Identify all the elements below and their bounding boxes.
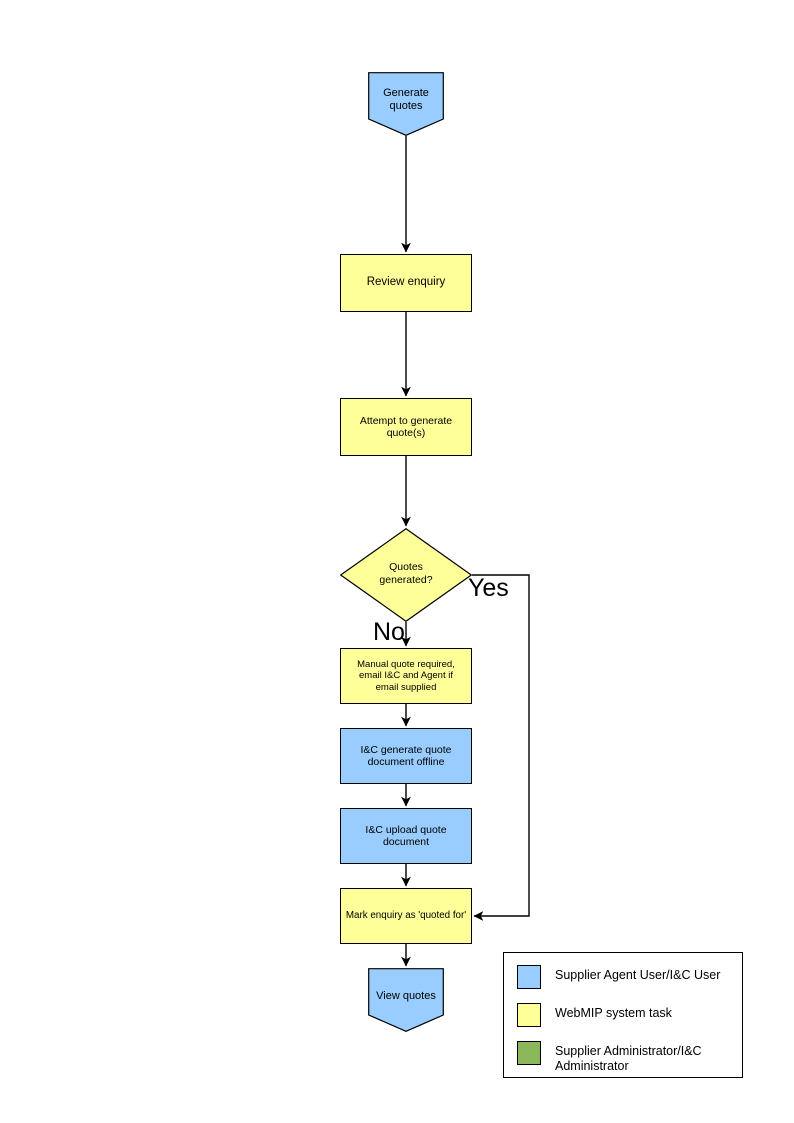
legend-label-supplier-administrator: Supplier Administrator/I&C Administrator	[555, 1044, 702, 1074]
legend-item-webmip-system-task: WebMIP system task	[517, 1003, 672, 1027]
legend-panel: Supplier Agent User/I&C User WebMIP syst…	[503, 952, 743, 1078]
legend-item-supplier-administrator: Supplier Administrator/I&C Administrator	[517, 1041, 702, 1075]
legend-swatch-green	[517, 1041, 541, 1065]
node-label-quotes-generated: Quotes generated?	[379, 561, 433, 586]
node-label-view-quotes: View quotes	[376, 990, 436, 1002]
node-view-quotes[interactable]: View quotes	[368, 968, 444, 1032]
node-quotes-generated[interactable]: Quotes generated?	[340, 528, 472, 622]
legend-label-supplier-agent-user: Supplier Agent User/I&C User	[555, 968, 721, 982]
diamond-shape-quotes-generated	[340, 528, 472, 622]
node-manual-quote-required[interactable]: Manual quote required, email I&C and Age…	[340, 648, 472, 704]
node-ic-upload-quote-document[interactable]: I&C upload quote document	[340, 808, 472, 864]
node-mark-enquiry-quoted-for[interactable]: Mark enquiry as 'quoted for'	[340, 888, 472, 944]
node-label-review-enquiry: Review enquiry	[366, 276, 446, 289]
edge-label-yes: Yes	[468, 574, 509, 602]
node-label-attempt-generate-quotes: Attempt to generate quote(s)	[359, 414, 453, 439]
node-label-ic-generate-quote-offline: I&C generate quote document offline	[360, 743, 452, 768]
node-review-enquiry[interactable]: Review enquiry	[340, 254, 472, 312]
node-label-ic-upload-quote-document: I&C upload quote document	[365, 823, 447, 848]
node-attempt-generate-quotes[interactable]: Attempt to generate quote(s)	[340, 398, 472, 456]
edge-decision-yes-to-mark-enquiry	[472, 574, 530, 921]
node-label-manual-quote-required: Manual quote required, email I&C and Age…	[357, 659, 455, 693]
node-generate-quotes[interactable]: Generate quotes	[368, 72, 444, 136]
node-label-generate-quotes: Generate quotes	[383, 87, 429, 113]
pentagon-shape-generate-quotes	[368, 72, 444, 136]
legend-item-supplier-agent-user: Supplier Agent User/I&C User	[517, 965, 720, 989]
pentagon-shape-view-quotes	[368, 968, 444, 1032]
legend-swatch-yellow	[517, 1003, 541, 1027]
node-ic-generate-quote-offline[interactable]: I&C generate quote document offline	[340, 728, 472, 784]
legend-swatch-blue	[517, 965, 541, 989]
legend-label-webmip-system-task: WebMIP system task	[555, 1006, 672, 1020]
edge-label-no: No	[373, 618, 405, 646]
node-label-mark-enquiry-quoted-for: Mark enquiry as 'quoted for'	[345, 910, 467, 922]
